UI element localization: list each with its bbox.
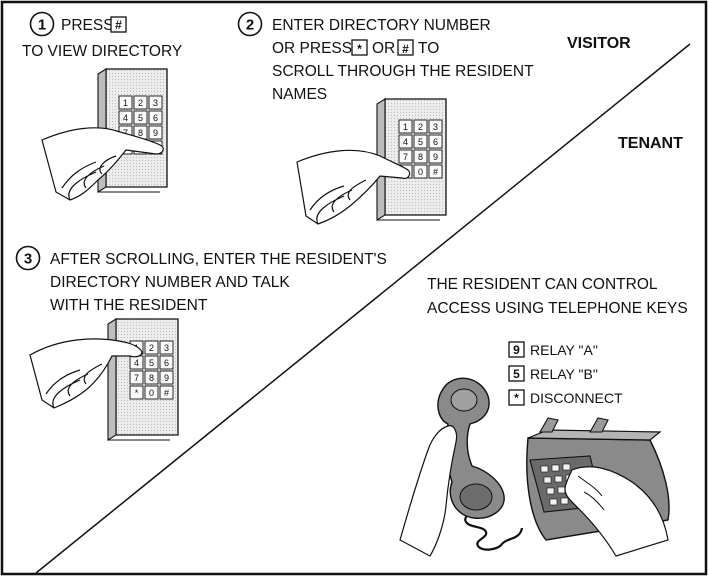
keypad-key-label: 8 [149,373,154,383]
step-1-line2: TO VIEW DIRECTORY [22,43,182,60]
keypad-key-label: 9 [164,373,169,383]
step-3-line3: WITH THE RESIDENT [50,297,208,314]
tenant-label: TENANT [618,135,683,152]
keypad-key-label: 6 [153,113,158,123]
step-2-line1: ENTER DIRECTORY NUMBER [272,17,491,34]
keypad-key-label: 3 [153,98,158,108]
step-3-line1: AFTER SCROLLING, ENTER THE RESIDENT'S [50,251,387,268]
keypad-key-label: 4 [134,358,139,368]
keypad-key-label: 0 [418,167,423,177]
keypad-key-label: 2 [138,98,143,108]
keypad-key-label: 0 [149,388,154,398]
disconnect-label: DISCONNECT [530,390,623,406]
step-2-line3: SCROLL THROUGH THE RESIDENT [272,63,534,80]
keypad-key-label: 9 [433,152,438,162]
keypad-key-label: 6 [164,358,169,368]
step-1: 1 PRESS # TO VIEW DIRECTORY [22,13,182,61]
keypad-key-label: # [164,388,169,398]
disconnect-key: * [514,391,519,405]
keypad-key-label: 3 [164,343,169,353]
step-2: 2 ENTER DIRECTORY NUMBER OR PRESS * OR #… [239,13,535,104]
step-2-number: 2 [246,17,254,34]
keypad-key-label: 5 [149,358,154,368]
step-3-number: 3 [24,251,32,268]
step-3-line2: DIRECTORY NUMBER AND TALK [50,274,290,291]
step-2-key-star: * [357,42,362,56]
relay-b-key: 5 [513,367,520,381]
keypad-key-label: 7 [403,152,408,162]
keypad-key-label: 4 [123,113,128,123]
keypad-key-label: 5 [418,137,423,147]
keypad-key-label: 2 [418,122,423,132]
step-2-line2-mid: OR [372,40,395,57]
keypad-key-label: 3 [433,122,438,132]
step-1-number: 1 [38,17,46,34]
keypad-key-label: 8 [418,152,423,162]
step-1-key: # [115,18,122,32]
visitor-label: VISITOR [567,35,631,52]
tenant-info-line2: ACCESS USING TELEPHONE KEYS [427,300,688,317]
keypad-key-label: # [433,167,438,177]
step-2-key-hash: # [402,42,409,56]
keypad-key-label: 1 [123,98,128,108]
step-1-line1: PRESS [61,17,114,34]
step-2-line2-suffix: TO [418,40,439,57]
keypad-key-label: 2 [149,343,154,353]
keypad-key-label: 5 [138,113,143,123]
keypad-key-label: 1 [403,122,408,132]
keypad-key-label: 4 [403,137,408,147]
keypad-key-label: * [135,388,139,398]
step-2-line2-prefix: OR PRESS [272,40,352,57]
phone-hand-left-icon [400,426,457,556]
step-2-line4: NAMES [272,86,327,103]
relay-a-label: RELAY "A" [530,342,598,358]
relay-a-key: 9 [513,343,520,357]
relay-b-label: RELAY "B" [530,366,598,382]
keypad-key-label: 8 [138,128,143,138]
keypad-key-label: 9 [153,128,158,138]
tenant-info-line1: THE RESIDENT CAN CONTROL [427,276,658,293]
keypad-key-label: 6 [433,137,438,147]
step-3: 3 AFTER SCROLLING, ENTER THE RESIDENT'S … [17,247,387,315]
keypad-key-label: 7 [134,373,139,383]
